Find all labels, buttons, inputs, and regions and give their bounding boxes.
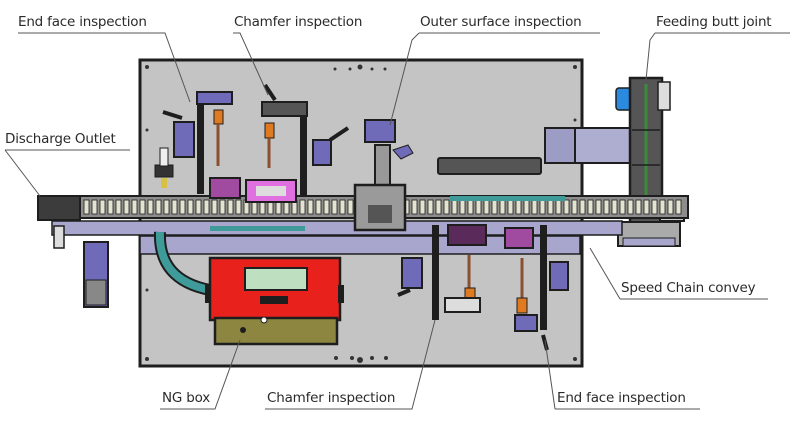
chain-link — [659, 199, 666, 215]
chain-link — [331, 199, 338, 215]
chain-link — [131, 199, 138, 215]
chain-link — [475, 199, 482, 215]
chain-link — [107, 199, 114, 215]
chain-link — [155, 199, 162, 215]
chain-link — [195, 199, 202, 215]
label-ng-box: NG box — [162, 390, 211, 406]
chain-link — [539, 199, 546, 215]
chain-link — [627, 199, 634, 215]
chain-link — [643, 199, 650, 215]
chain-link — [163, 199, 170, 215]
chain-link — [179, 199, 186, 215]
chain-link — [147, 199, 154, 215]
outer-surface-station — [353, 119, 414, 232]
chain-link — [547, 199, 554, 215]
chain-link — [211, 199, 218, 215]
chain-link — [587, 199, 594, 215]
chain-link — [563, 199, 570, 215]
chain-link — [235, 199, 242, 215]
chain-link — [219, 199, 226, 215]
chain-link — [299, 199, 306, 215]
chain-link — [635, 199, 642, 215]
chain-link — [467, 199, 474, 215]
chain-link — [451, 199, 458, 215]
chain-link — [83, 199, 90, 215]
chain-link — [483, 199, 490, 215]
chain-link — [139, 199, 146, 215]
end-face-station-bottom — [504, 225, 569, 351]
guide-bar — [437, 157, 542, 175]
chain-link — [187, 199, 194, 215]
chain-link — [443, 199, 450, 215]
chain-link — [227, 199, 234, 215]
label-speed-chain-convey: Speed Chain convey — [621, 280, 756, 296]
chain-link — [115, 199, 122, 215]
label-end-face-inspection-top: End face inspection — [18, 14, 147, 30]
chain-link — [491, 199, 498, 215]
leader-lines — [4, 32, 790, 410]
chain-link — [603, 199, 610, 215]
chain-link — [579, 199, 586, 215]
chain-link — [171, 199, 178, 215]
chain-link — [675, 199, 682, 215]
label-discharge-outlet: Discharge Outlet — [5, 131, 116, 147]
chain-link — [419, 199, 426, 215]
chain-link — [123, 199, 130, 215]
chain-link — [555, 199, 562, 215]
chain-link — [203, 199, 210, 215]
chamfer-station-top — [245, 83, 350, 203]
label-end-face-inspection-bottom: End face inspection — [557, 390, 686, 406]
chain-link — [619, 199, 626, 215]
discharge-stand — [53, 225, 109, 308]
chain-link — [315, 199, 322, 215]
label-outer-surface-inspection: Outer surface inspection — [420, 14, 582, 30]
chain-link — [347, 199, 354, 215]
chain-link — [499, 199, 506, 215]
chain-link — [611, 199, 618, 215]
chain-link — [531, 199, 538, 215]
chain-link — [435, 199, 442, 215]
chain-link — [651, 199, 658, 215]
chain-link — [459, 199, 466, 215]
chain-link — [595, 199, 602, 215]
chain-link — [507, 199, 514, 215]
chain-link — [339, 199, 346, 215]
chain-link — [91, 199, 98, 215]
chain-link — [571, 199, 578, 215]
ng-box — [205, 256, 344, 346]
label-feeding-butt-joint: Feeding butt joint — [656, 14, 772, 30]
chain-link — [515, 199, 522, 215]
chain-link — [307, 199, 314, 215]
chain-link — [99, 199, 106, 215]
chain-link — [427, 199, 434, 215]
chain-link — [411, 199, 418, 215]
mounting-holes — [145, 64, 577, 363]
chain-link — [323, 199, 330, 215]
end-face-station-top — [154, 91, 241, 199]
label-chamfer-inspection-bottom: Chamfer inspection — [267, 390, 396, 406]
chain-link — [523, 199, 530, 215]
discharge-outlet-block — [37, 195, 81, 221]
chain-link — [667, 199, 674, 215]
label-chamfer-inspection-top: Chamfer inspection — [234, 14, 363, 30]
chamfer-station-bottom — [397, 224, 487, 320]
